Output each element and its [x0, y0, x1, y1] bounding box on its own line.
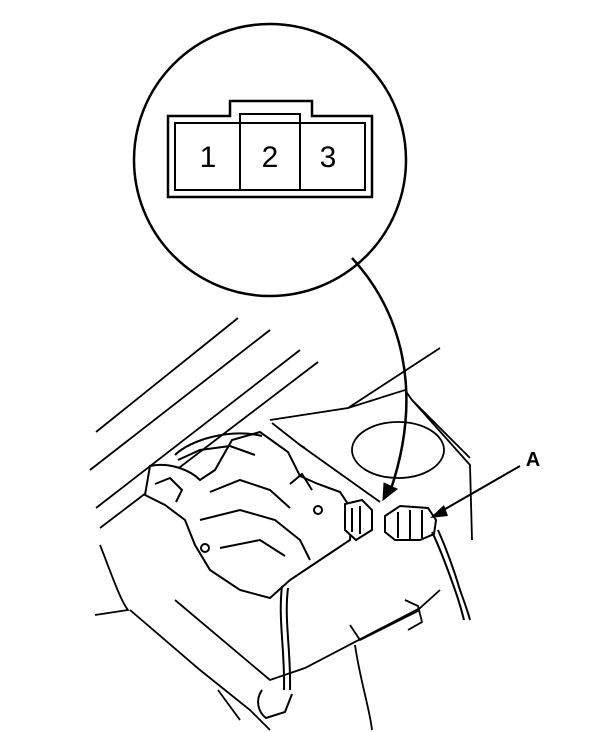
harness-wires: [257, 529, 471, 720]
callout-a-arrowhead: [430, 505, 448, 518]
connector-detail-view: 1 2 3: [132, 22, 408, 298]
pin-1-label: 1: [200, 141, 217, 174]
pin-2-label: 2: [262, 141, 279, 174]
motor-connector-socket: [344, 498, 373, 542]
harness-connector-a: [384, 504, 438, 541]
pin-3-label: 3: [320, 141, 337, 174]
actuator-motor: [143, 430, 354, 600]
magnifier-pointer: [351, 257, 408, 502]
connector-face-inner: [174, 122, 366, 191]
connector-face-outline: [166, 99, 374, 199]
magnifier-circle: [132, 22, 408, 298]
callout-a-leader: [439, 465, 521, 513]
housing-lines: [89, 317, 473, 731]
pin-2-key: [239, 113, 301, 123]
callout-a-label: A: [526, 449, 540, 471]
callout-a: A: [430, 449, 540, 518]
